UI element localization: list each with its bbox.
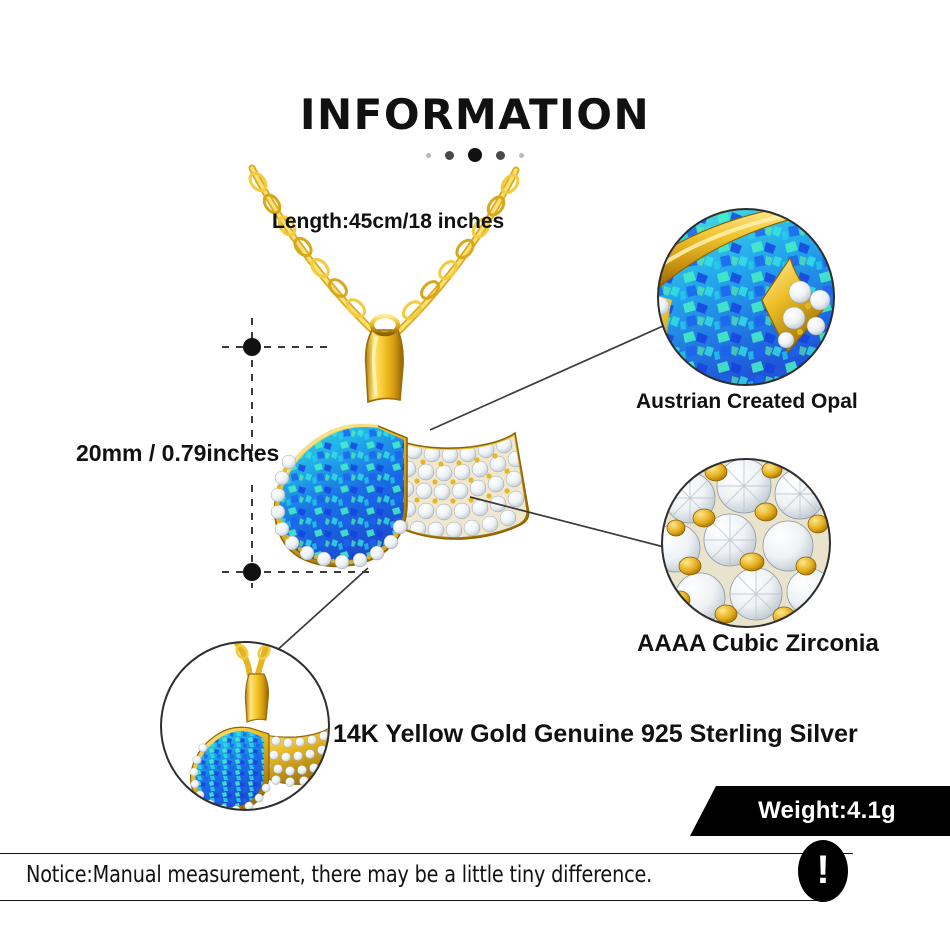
exclamation-icon: !	[798, 840, 848, 902]
divider-dot-4	[496, 150, 505, 160]
notice-text: Notice:Manual measurement, there may be …	[26, 862, 653, 888]
callout-label-metal: 14K Yellow Gold Genuine 925 Sterling Sil…	[333, 720, 858, 748]
callout-label-cz: AAAA Cubic Zirconia	[637, 630, 879, 657]
detail-circle-cz	[661, 458, 831, 628]
chain-links	[248, 171, 520, 320]
divider-dot-5	[519, 152, 524, 158]
main-pendant	[270, 313, 530, 570]
notice-box	[0, 853, 853, 901]
leader-line-cz	[469, 496, 669, 549]
pendant-size-label: 20mm / 0.79inches	[76, 440, 280, 466]
divider-dot-1	[426, 152, 431, 158]
necklace-chain	[248, 164, 520, 336]
title-divider-dots	[0, 148, 950, 162]
chain-length-label: Length:45cm/18 inches	[272, 210, 505, 233]
weight-label: Weight:4.1g	[758, 797, 896, 824]
divider-dot-2	[445, 150, 454, 160]
dimension-endpoint-bottom	[243, 563, 261, 581]
page-title: INFORMATION	[299, 90, 651, 139]
pave-border-left	[270, 454, 408, 570]
callout-label-opal: Austrian Created Opal	[636, 390, 858, 413]
leader-line-opal	[429, 321, 673, 431]
exclamation-glyph: !	[816, 847, 830, 892]
dimension-endpoint-top	[243, 338, 261, 356]
detail-circle-pendant	[160, 641, 330, 811]
weight-badge: Weight:4.1g	[690, 786, 950, 836]
divider-dot-3	[468, 148, 482, 162]
detail-circle-opal	[657, 208, 835, 386]
